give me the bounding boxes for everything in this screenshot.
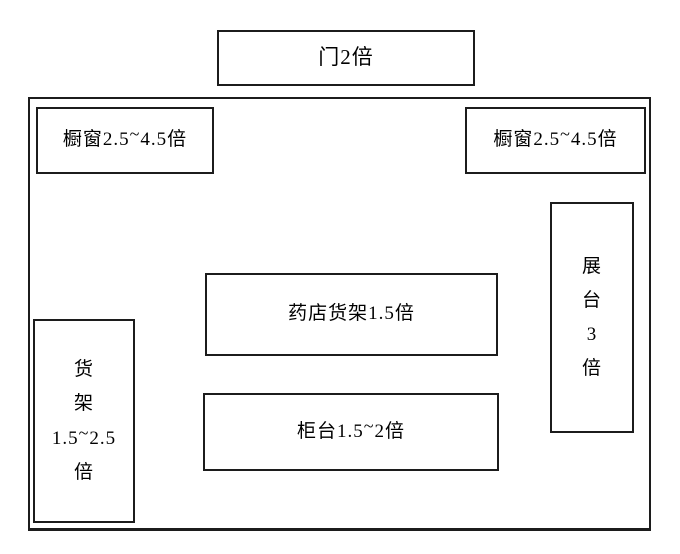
shelf-box: 货 架 1.5~2.5 倍 <box>33 319 135 523</box>
pharmacy-shelf-label: 药店货架1.5倍 <box>288 303 415 325</box>
display-window-right-box: 橱窗2.5~4.5倍 <box>465 107 646 174</box>
shelf-label-line: 货 <box>73 358 94 380</box>
shelf-label-line: 架 <box>73 392 94 414</box>
display-window-left-label: 橱窗2.5~4.5倍 <box>62 124 188 151</box>
shelf-label-line: 倍 <box>73 461 94 483</box>
counter-label: 柜台1.5~2倍 <box>296 415 406 442</box>
exhibit-stand-label-line: 台 <box>581 289 602 311</box>
door-label: 门2倍 <box>318 45 374 70</box>
exhibit-stand-label-line: 展 <box>581 255 602 277</box>
exhibit-stand-label-line: 3 <box>586 323 598 345</box>
display-window-right-label: 橱窗2.5~4.5倍 <box>493 124 618 151</box>
door-box: 门2倍 <box>217 30 475 86</box>
display-window-left-box: 橱窗2.5~4.5倍 <box>36 107 214 174</box>
exhibit-stand-label-line: 倍 <box>581 357 602 379</box>
counter-box: 柜台1.5~2倍 <box>203 393 499 471</box>
pharmacy-shelf-box: 药店货架1.5倍 <box>205 273 498 356</box>
shelf-label-line: 1.5~2.5 <box>51 422 117 449</box>
exhibit-stand-box: 展 台 3 倍 <box>550 202 634 433</box>
store-outline <box>28 97 651 531</box>
